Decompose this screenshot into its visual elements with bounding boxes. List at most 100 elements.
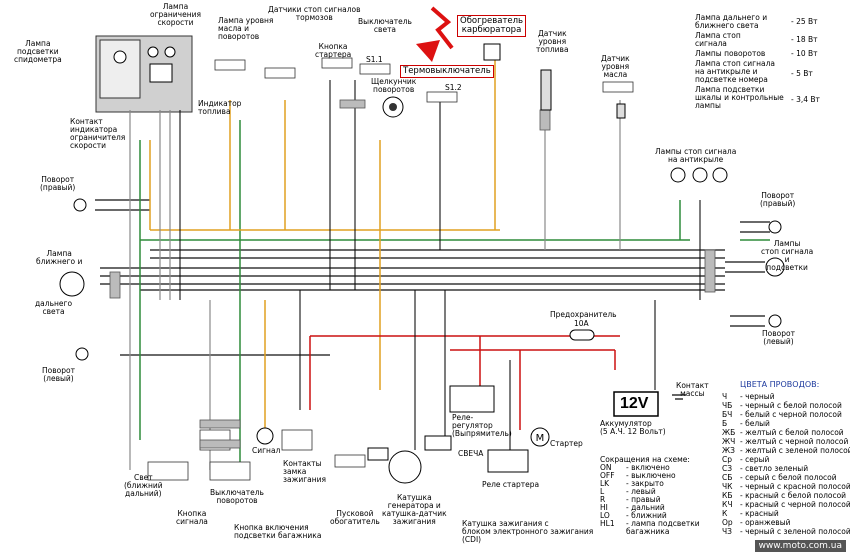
- lamp-spec-row: Лампа стоп сигнала на антикрыле и подсве…: [695, 60, 845, 86]
- lamp-spec-value: - 25 Вт: [791, 17, 818, 26]
- lamp-spec-value: - 10 Вт: [791, 49, 818, 58]
- turn-right-front-label: Поворот (правый): [40, 175, 76, 192]
- generator-label: Катушка генератора и катушка-датчик зажи…: [382, 493, 447, 526]
- s12-label: S1.2: [445, 83, 462, 92]
- lamp-spec-row: Лампы поворотов - 10 Вт: [695, 50, 845, 60]
- wire-color-row: ЖЗ- желтый с зеленой полосой: [722, 446, 850, 455]
- signal-button-label: Кнопка сигнала: [176, 509, 208, 526]
- abbr-text: - дальний: [626, 503, 665, 512]
- speedo-lamp-label: Лампа подсветки спидометра: [14, 39, 62, 64]
- abbr-text: - лампа подсветки багажника: [626, 519, 700, 536]
- battery-icon: [613, 391, 659, 417]
- fuel-sensor-label: Датчик уровня топлива: [536, 29, 569, 54]
- mass-contact-label: Контакт массы: [676, 381, 709, 398]
- abbr-text: - включено: [626, 463, 670, 472]
- abbr-code: HI: [600, 503, 608, 512]
- wire-color-row: БЧ- белый с черной полосой: [722, 410, 842, 419]
- wire-color-row: ЧБ- черный с белой полосой: [722, 401, 842, 410]
- turn-left-front-lamp: [75, 347, 89, 361]
- wire-color-row: Ср- серый: [722, 455, 770, 464]
- turn-left-rear-label: Поворот (левый): [762, 329, 795, 346]
- oil-lamp-label: Лампа уровня масла и поворотов: [218, 16, 274, 41]
- turn-right-rear-lamp: [768, 220, 782, 234]
- fuse-value: 10A: [574, 319, 589, 328]
- wire-color-row: СБ- серый с белой полосой: [722, 473, 837, 482]
- horn-icon: [256, 427, 274, 445]
- abbr-text: - левый: [626, 487, 656, 496]
- turn-right-front-lamp: [73, 198, 87, 212]
- abbr-code: LK: [600, 479, 610, 488]
- lamp-spec-name: Лампы поворотов: [695, 49, 766, 58]
- abbr-code: L: [600, 487, 605, 496]
- high-beam-label: дальнего света: [35, 299, 73, 316]
- spoiler-lamp-2: [692, 167, 708, 183]
- spoiler-lamp-3: [712, 167, 728, 183]
- spoiler-lamp-1: [670, 167, 686, 183]
- spoiler-lamps-label: Лампы стоп сигнала на антикрыле: [655, 147, 737, 164]
- fuel-indicator-label: Индикатор топлива: [198, 99, 242, 116]
- watermark[interactable]: www.moto.com.ua: [754, 540, 846, 552]
- lamp-spec-name: Лампа подсветки шкалы и контрольные ламп…: [695, 85, 784, 110]
- abbr-code: R: [600, 495, 606, 504]
- fuse-label: Предохранитель: [550, 310, 617, 319]
- lamp-spec-name: Лампа дальнего и ближнего света: [695, 13, 768, 30]
- abbr-code: LO: [600, 511, 610, 520]
- abbr-code: OFF: [600, 471, 615, 480]
- turn-left-front-label: Поворот (левый): [42, 366, 75, 383]
- fuse-icon: [569, 329, 595, 341]
- abbreviations: Сокращения на схеме: ON- включено OFF- в…: [600, 456, 720, 536]
- regulator-label: Реле- регулятор (Выпрямитель): [452, 413, 512, 438]
- turn-switch2-label: Выключатель поворотов: [210, 488, 264, 505]
- wire-color-row: ЖЧ- желтый с черной полосой: [722, 437, 849, 446]
- wire-color-row: Ор- оранжевый: [722, 518, 791, 527]
- low-beam-label: Лампа ближнего и: [36, 249, 83, 266]
- regulator-box: [449, 385, 495, 413]
- battery-label: Аккумулятор (5 А.Ч. 12 Вольт): [600, 419, 666, 436]
- light-switch-label: Выключатель света: [358, 17, 412, 34]
- wire-color-row: К- красный: [722, 509, 779, 518]
- lamp-spec-name: Лампа стоп сигнала: [695, 31, 741, 48]
- abbr-text: - закрыто: [626, 479, 664, 488]
- turn-right-rear-label: Поворот (правый): [760, 191, 796, 208]
- light-switch2-label: Свет (ближний дальний): [124, 473, 163, 498]
- wire-color-row: Ч- черный: [722, 392, 775, 401]
- wire-color-row: Б- белый: [722, 419, 770, 428]
- wire-color-row: ЧК- черный с красной полосой: [722, 482, 850, 491]
- abbr-text: - правый: [626, 495, 661, 504]
- headlamp: [59, 271, 85, 297]
- limiter-contact-label: Контакт индикатора ограничителя скорости: [70, 117, 126, 150]
- starter-label: Стартер: [550, 439, 583, 448]
- svg-text:M: M: [536, 433, 545, 444]
- carb-heater-box: [483, 43, 501, 61]
- battery-value: 12V: [620, 395, 649, 412]
- wire-color-row: КБ- красный с белой полосой: [722, 491, 847, 500]
- generator-icon: [388, 450, 422, 484]
- lamp-spec-name: Лампа стоп сигнала на антикрыле и подсве…: [695, 59, 775, 84]
- highlight-arrow: [430, 6, 454, 50]
- wire-colors-title: ЦВЕТА ПРОВОДОВ:: [740, 380, 820, 389]
- limiter-lamp-label: Лампа ограничения скорости: [150, 2, 201, 27]
- turn-left-rear-lamp: [768, 314, 782, 328]
- oil-sensor-label: Датчик уровня масла: [601, 54, 630, 79]
- lamp-spec-value: - 5 Вт: [791, 69, 813, 78]
- lamp-spec-row: Лампа стоп сигнала - 18 Вт: [695, 32, 845, 50]
- turn-switch-label: Щелкунчик поворотов: [371, 77, 417, 94]
- ignition-coil-label: Катушка зажигания с блоком электронного …: [462, 519, 594, 544]
- spark-plug-label: СВЕЧА: [458, 449, 484, 458]
- abbr-title: Сокращения на схеме:: [600, 455, 690, 464]
- brake-sensors-label: Датчики стоп сигналов тормозов: [268, 5, 361, 22]
- abbr-text: - выключено: [626, 471, 676, 480]
- stop-lamp: [765, 257, 785, 277]
- s11-label: S1.1: [366, 55, 383, 64]
- lamp-spec-value: - 18 Вт: [791, 35, 818, 44]
- lamp-spec-value: - 3,4 Вт: [791, 95, 820, 104]
- lamp-spec-row: Лампа подсветки шкалы и контрольные ламп…: [695, 86, 845, 112]
- carb-heater-label: Обогреватель карбюратора: [457, 15, 527, 37]
- trunk-button-label: Кнопка включения подсветки багажника: [234, 523, 322, 540]
- choke-box: [367, 447, 389, 461]
- starter-relay-label: Реле стартера: [482, 480, 540, 489]
- horn-label: Сигнал: [252, 446, 281, 455]
- wire-colors-legend: Ч- черный ЧБ- черный с белой полосой БЧ-…: [722, 392, 850, 536]
- ignition-coil-box: [424, 435, 452, 451]
